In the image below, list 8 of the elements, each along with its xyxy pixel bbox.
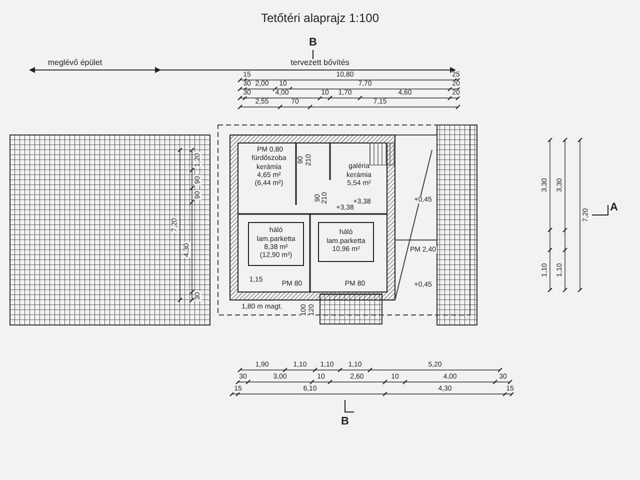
plan-title: Tetőtéri alaprajz 1:100 — [260, 12, 380, 24]
room-label-frame — [318, 222, 374, 262]
section-mark: B — [308, 38, 318, 48]
section-mark: B — [340, 416, 350, 428]
note: meglévő épület — [46, 59, 104, 67]
section-mark: A — [609, 202, 619, 214]
note: tervezett bővítés — [290, 59, 350, 67]
room-label-frame — [248, 222, 304, 266]
